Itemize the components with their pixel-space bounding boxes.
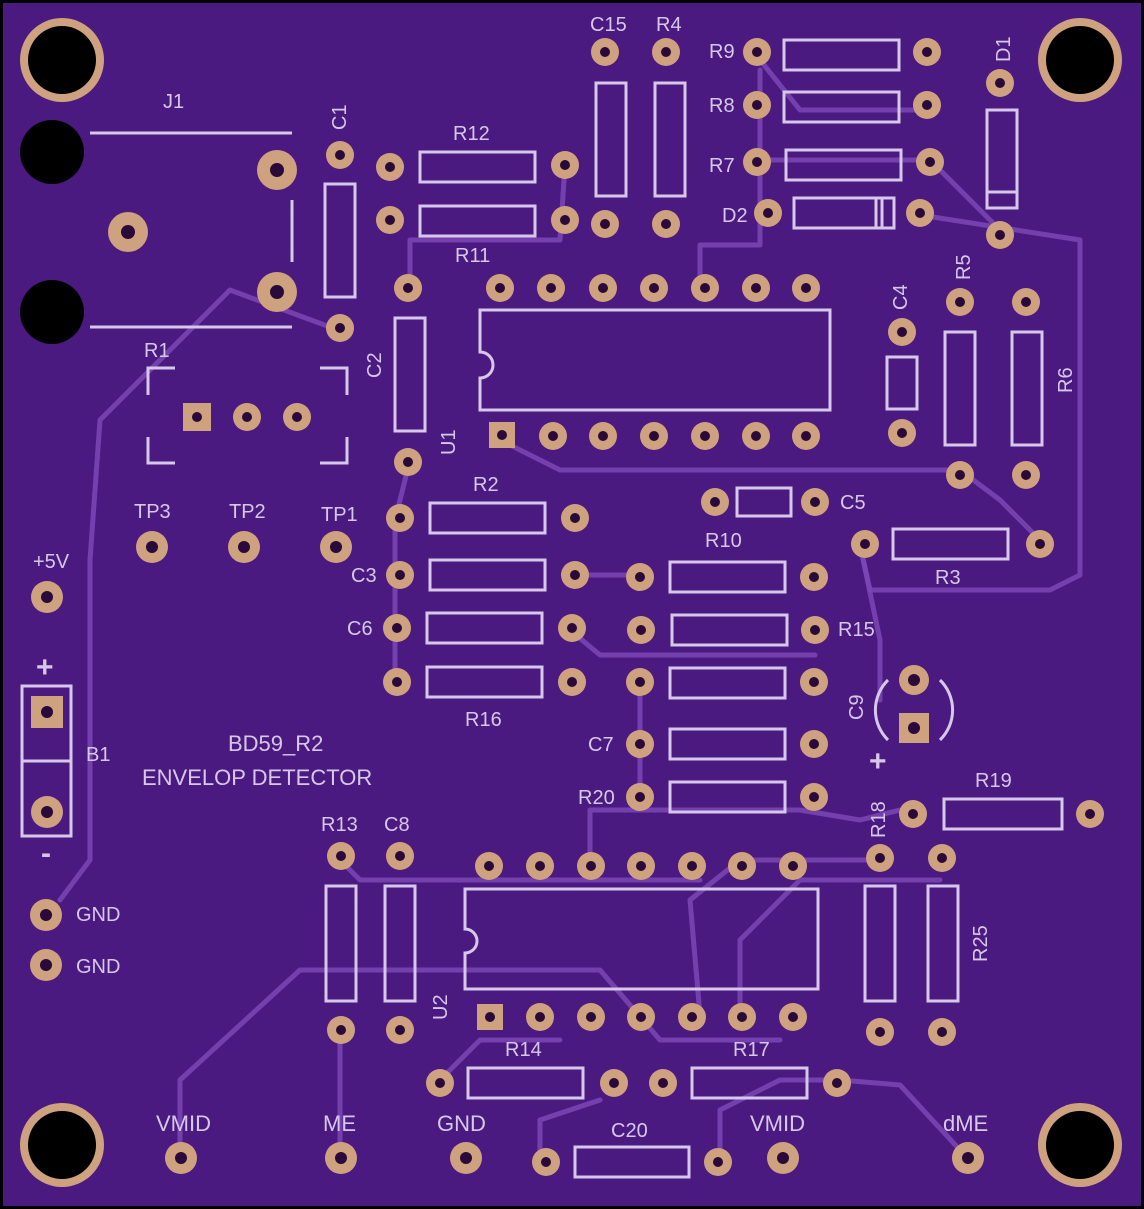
board-title-line2: ENVELOP DETECTOR: [142, 765, 372, 790]
label-r20: R20: [578, 787, 615, 809]
b1-battery: [20, 684, 73, 838]
b1-minus-symbol: -: [41, 837, 51, 870]
u2-ic: [463, 887, 820, 991]
c9-capacitor: [873, 678, 955, 742]
board-title-line1: BD59_R2: [228, 731, 323, 756]
label-r18: R18: [868, 801, 890, 838]
label-c15: C15: [590, 14, 627, 36]
label-c3: C3: [351, 565, 377, 587]
label-c4: C4: [890, 284, 912, 310]
label-c8: C8: [384, 814, 410, 836]
c9-plus-symbol: +: [869, 745, 887, 778]
label-r1: R1: [144, 340, 170, 362]
label-r11: R11: [455, 245, 490, 267]
label-tp2: TP2: [229, 501, 266, 523]
label-c2: C2: [364, 352, 386, 378]
label-b1: B1: [86, 744, 110, 766]
pads: [30, 38, 1104, 1176]
label-r15: R15: [838, 619, 875, 641]
label-r9: R9: [709, 41, 735, 63]
label-r14: R14: [505, 1039, 542, 1061]
j1-connector: [20, 120, 297, 344]
board-substrate: [3, 3, 1141, 1206]
label-r17: R17: [733, 1039, 770, 1061]
label-gnd-2: GND: [76, 956, 120, 978]
label-c5: C5: [840, 492, 866, 514]
label-r6: R6: [1055, 367, 1077, 393]
label-c9: C9: [846, 694, 868, 720]
r1-trimmer: [146, 366, 349, 465]
label-r4: R4: [656, 14, 682, 36]
label-r12: R12: [453, 123, 490, 145]
label-tp1: TP1: [321, 504, 358, 526]
label-r13: R13: [321, 814, 358, 836]
label-dme: dME: [943, 1111, 988, 1136]
label-plus5v: +5V: [33, 551, 70, 573]
mounting-holes: [20, 18, 1122, 1187]
label-r5: R5: [953, 254, 975, 280]
label-r10: R10: [705, 530, 742, 552]
b1-plus-symbol: +: [36, 651, 54, 684]
label-gnd-3: GND: [437, 1111, 486, 1136]
label-r16: R16: [465, 709, 502, 731]
label-me: ME: [323, 1111, 356, 1136]
label-u2: U2: [430, 994, 452, 1020]
label-gnd-1: GND: [76, 904, 120, 926]
u1-ic: [478, 308, 832, 412]
label-tp3: TP3: [134, 501, 171, 523]
label-c6: C6: [347, 618, 373, 640]
label-d2: D2: [722, 205, 748, 227]
label-c20: C20: [611, 1120, 648, 1142]
label-c1: C1: [329, 104, 351, 130]
label-r2: R2: [473, 474, 499, 496]
label-u1: U1: [438, 429, 460, 455]
label-d1: D1: [993, 36, 1015, 62]
label-r8: R8: [709, 95, 735, 117]
vertical-bodies: [323, 81, 1044, 1003]
label-vmid-2: VMID: [750, 1111, 805, 1136]
label-r7: R7: [709, 155, 735, 177]
label-r25: R25: [970, 925, 992, 962]
label-vmid-1: VMID: [156, 1111, 211, 1136]
silkscreen-labels: C15 R4 R9 D1 R8 R7 D2 J1 C1 R12 R11 R5 C…: [33, 14, 1077, 1142]
label-r19: R19: [975, 770, 1012, 792]
label-c7: C7: [588, 734, 614, 756]
label-r3: R3: [935, 567, 961, 589]
label-j1: J1: [163, 91, 184, 113]
component-bodies: [418, 38, 1064, 1179]
